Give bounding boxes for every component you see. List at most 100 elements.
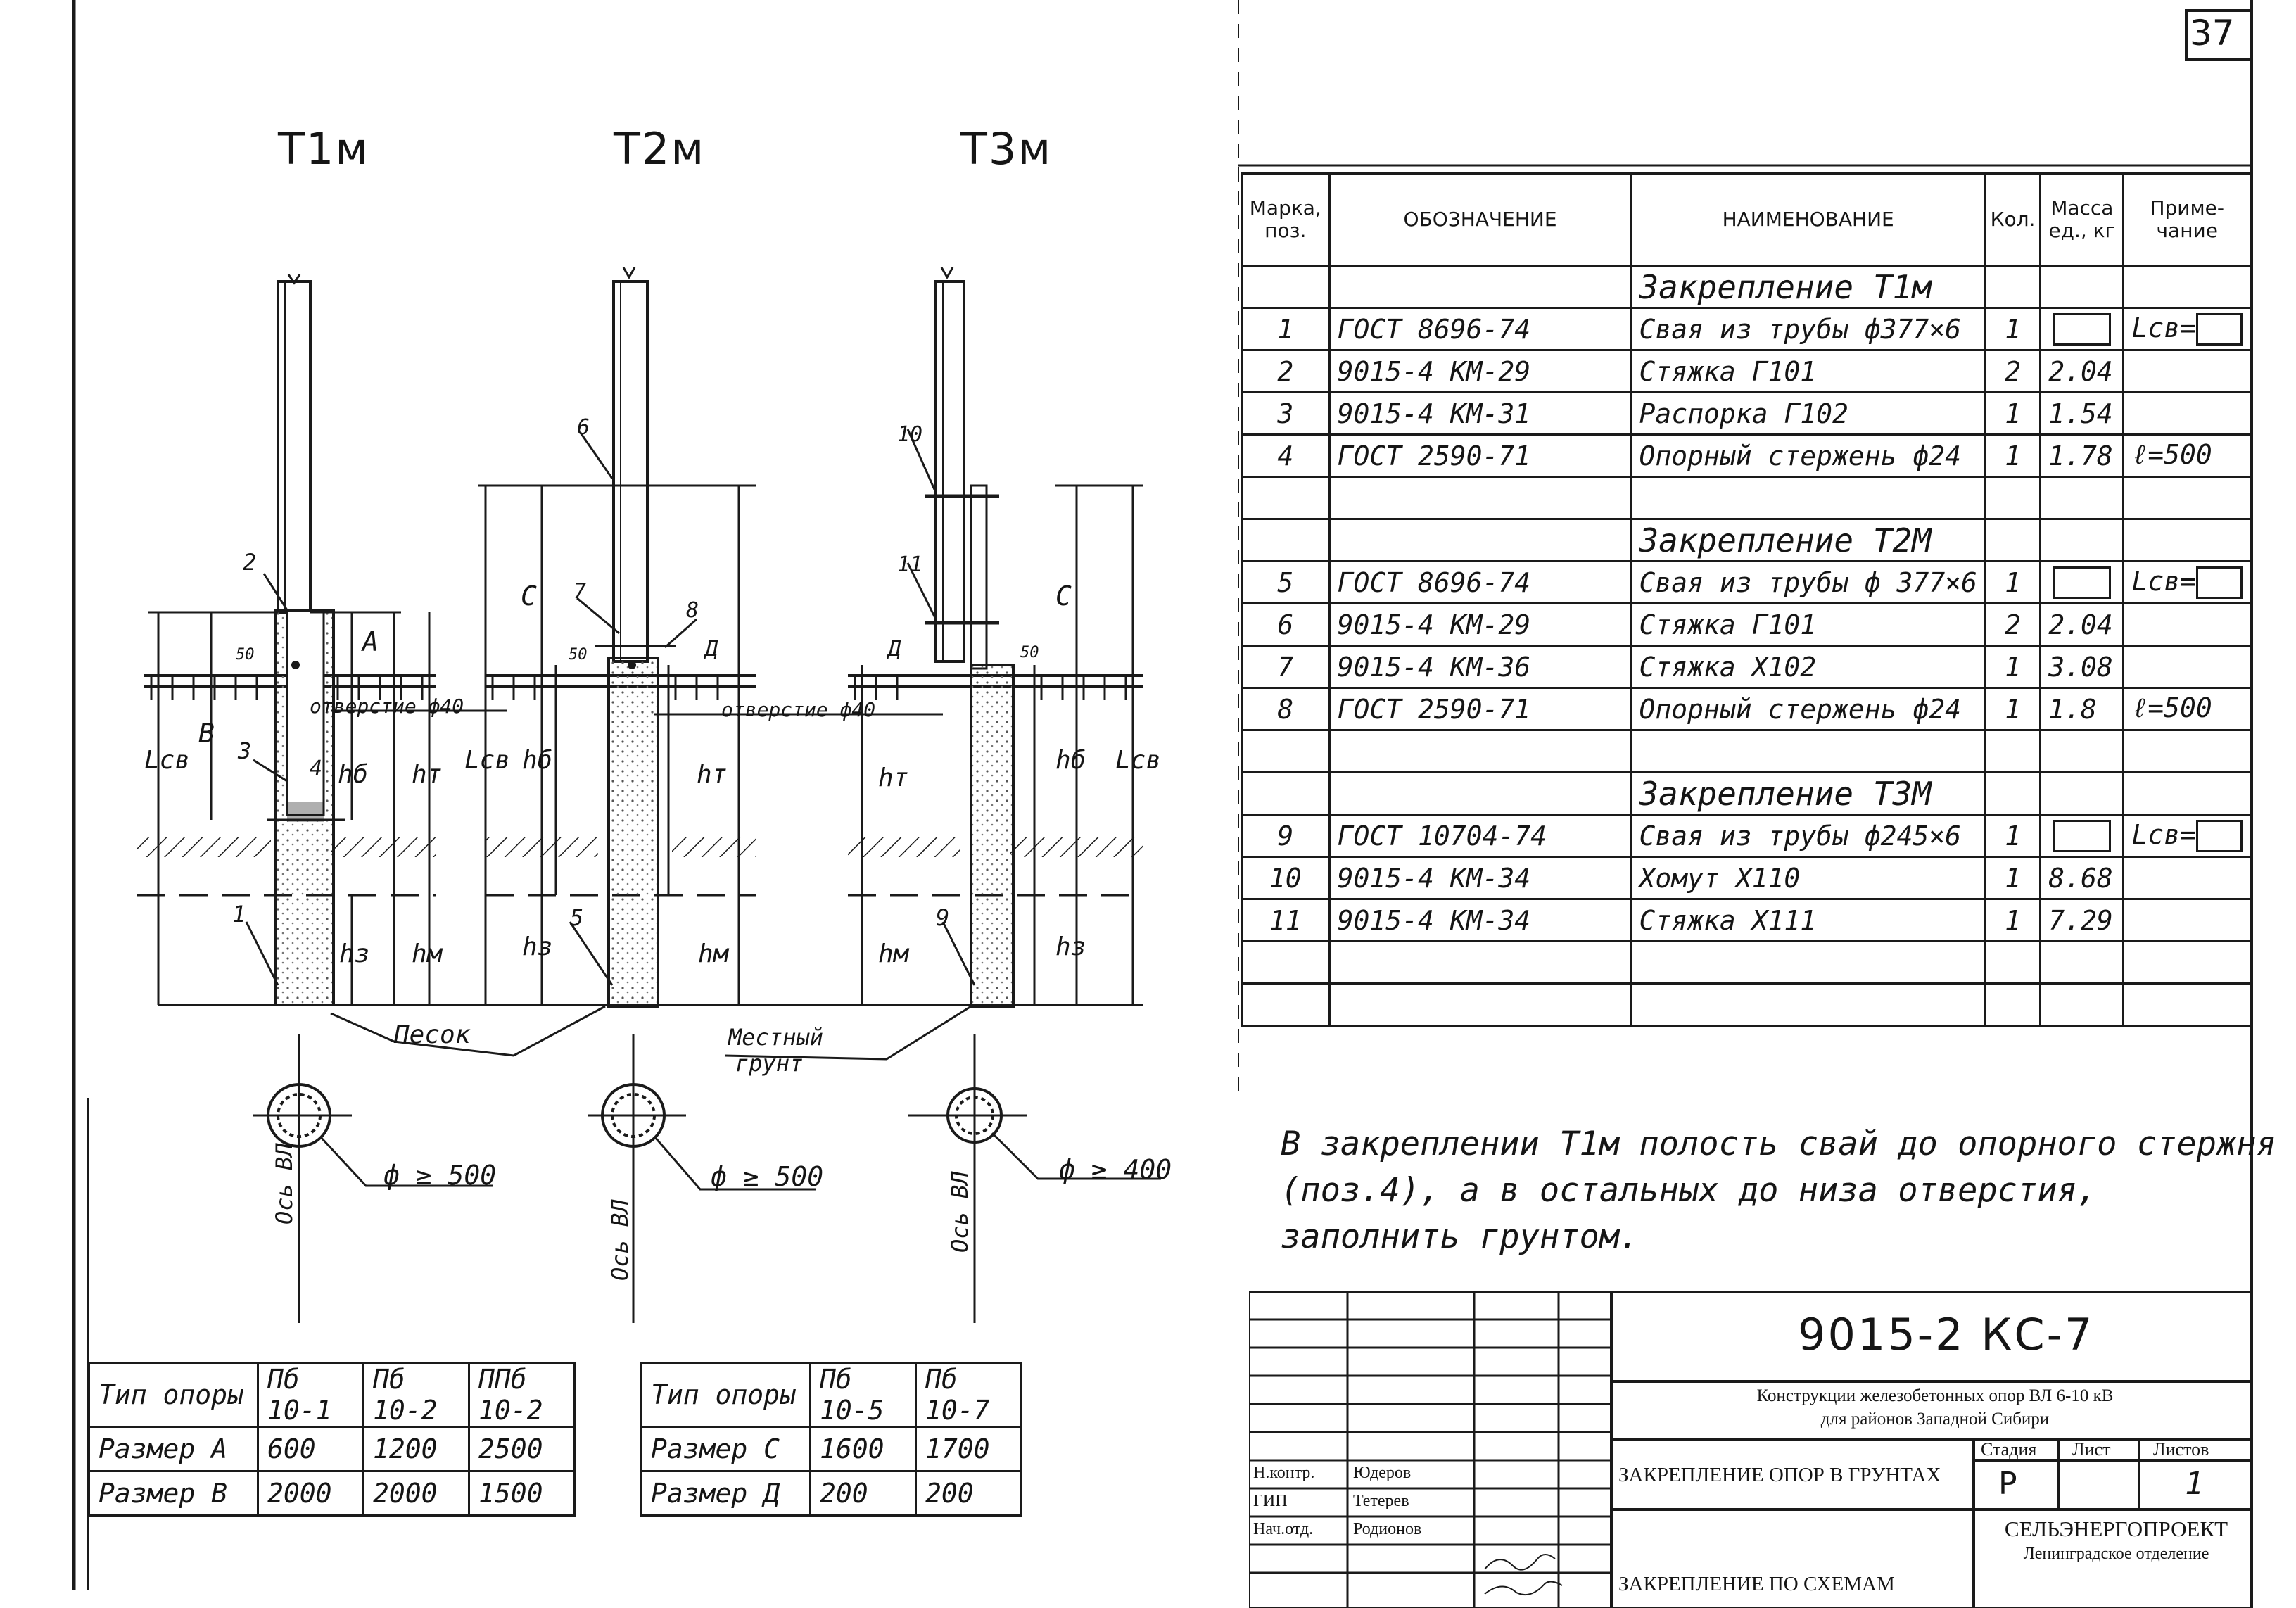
role-n-kontr: Н.контр. [1253,1464,1315,1482]
dim-c-t3: С [1055,581,1072,612]
name-rodionov: Родионов [1353,1520,1422,1538]
dim-lsv-t3: Lсв [1115,746,1162,775]
group-title-row: Закрепление Т3М [1241,771,2252,816]
label-axis-3: Ось ВЛ [946,1171,973,1253]
mass-blank-box [2053,820,2111,853]
pos-label-10: 10 [897,422,923,447]
size-table-a-b: Тип опоры Пб 10-1 Пб 10-2 ППб 10-2 Разме… [88,1362,576,1517]
table-row: Размер Д 200 200 [640,1470,1022,1517]
project-line-2: для районов Западной Сибири [1820,1410,2050,1429]
header-qty: Кол. [1984,172,2042,267]
size-table-c-d: Тип опоры Пб 10-5 Пб 10-7 Размер С 1600 … [640,1362,1022,1517]
specification-table: Марка, поз. ОБОЗНАЧЕНИЕ НАИМЕНОВАНИЕ Кол… [1241,172,2252,1027]
note-line-1: В закреплении Т1м полость свай до опорно… [1281,1125,2276,1163]
label-axis-1: Ось ВЛ [271,1143,298,1224]
sheet-subtitle: ЗАКРЕПЛЕНИЕ ПО СХЕМАМ [1618,1573,1895,1595]
length-blank-box [2195,820,2243,853]
title-t1m: Т1м [278,123,370,175]
sheets-label: Листов [2153,1439,2209,1460]
pos-label-9: 9 [936,904,950,931]
sheet-number: 37 [2190,13,2235,53]
mass-blank-box [2053,313,2111,346]
table-row: 1 ГОСТ 8696-74 Свая из трубы ф377×6 1 Lс… [1241,307,2252,351]
table-row: Размер С 1600 1700 [640,1426,1022,1472]
group-title: Закрепление Т2М [1630,518,1986,562]
plan-sections [253,1034,1161,1323]
table-row: 3 9015-4 КМ-31 Распорка Г102 1 1.54 [1241,391,2252,436]
pos-label-11: 11 [897,552,923,577]
dim-d-t3: Д [888,637,901,661]
label-diameter-1: ф ≥ 500 [383,1160,497,1191]
table-row: 9 ГОСТ 10704-74 Свая из трубы ф245×6 1 L… [1241,814,2252,858]
pos-label-2: 2 [243,549,257,576]
signatures [1484,1554,1563,1595]
table-row: 7 9015-4 КМ-36 Стяжка Х102 1 3.08 [1241,645,2252,689]
title-t3m: Т3м [960,123,1053,175]
sheet-label: Лист [2072,1439,2111,1460]
role-nach-otd: Нач.отд. [1253,1520,1314,1538]
length-blank-box [2195,313,2243,346]
dim-d-t2: Д [705,637,718,661]
pos-label-8: 8 [686,598,699,623]
organization: СЕЛЬЭНЕРГОПРОЕКТ [2004,1517,2228,1541]
dim-b: В [198,718,215,749]
filling-note: В закреплении Т1м полость свай до опорно… [1281,1121,2296,1260]
label-hole-2: отверстие ф40 [721,698,876,721]
empty-row [1241,940,2252,985]
dim-lsv-t1: Lсв [144,746,191,775]
header-pos: Марка, поз. [1241,172,1331,267]
header-mass: Масса ед., кг [2039,172,2125,267]
table-row: 5 ГОСТ 8696-74 Свая из трубы ф 377×6 1 L… [1241,560,2252,604]
pile-t2m [595,267,676,1008]
table-row: Размер В 2000 2000 1500 [88,1470,576,1517]
label-diameter-2: ф ≥ 500 [711,1161,824,1192]
dim-a: А [362,626,379,657]
table-row: 11 9015-4 КМ-34 Стяжка Х111 1 7.29 [1241,898,2252,942]
dim-ht-t2: hт [697,760,728,789]
pos-label-3: 3 [238,737,252,764]
title-block: 9015-2 КС-7 Конструкции железобетонных о… [1249,1291,2252,1608]
sheet-title: ЗАКРЕПЛЕНИЕ ОПОР В ГРУНТАХ [1618,1464,1941,1486]
table-row: 4 ГОСТ 2590-71 Опорный стержень ф24 1 1.… [1241,433,2252,478]
spec-header-row: Марка, поз. ОБОЗНАЧЕНИЕ НАИМЕНОВАНИЕ Кол… [1241,172,2252,267]
dim-hz-t2: hз [522,932,553,961]
dim-ht-t3: hт [878,764,909,792]
label-axis-2: Ось ВЛ [607,1199,633,1281]
table-row: 2 9015-4 КМ-29 Стяжка Г101 2 2.04 [1241,349,2252,393]
header-code: ОБОЗНАЧЕНИЕ [1328,172,1632,267]
label-hole-1: отверстие ф40 [310,695,464,718]
group-title: Закрепление Т1м [1630,265,1986,309]
stage-value: Р [1998,1466,2017,1502]
table-row: Тип опоры Пб 10-1 Пб 10-2 ППб 10-2 [88,1362,576,1428]
header-note: Приме-чание [2122,172,2252,267]
dim-hb-t1: hб [338,760,369,789]
pile-t1m [267,274,345,1006]
table-row: Тип опоры Пб 10-5 Пб 10-7 [640,1362,1022,1428]
dim-hm-t1: hм [412,939,443,968]
drawing-code: 9015-2 КС-7 [1798,1309,2095,1360]
role-gip: ГИП [1253,1492,1288,1510]
pos-label-6: 6 [577,415,590,440]
dim-hm-t2: hм [698,939,729,968]
note-line-2: (поз.4), а в остальных до низа отверстия… [1281,1171,2098,1256]
dim-50-t2: 50 [569,646,588,664]
label-diameter-3: ф ≥ 400 [1059,1154,1172,1185]
table-row: Размер А 600 1200 2500 [88,1426,576,1472]
stage-label: Стадия [1981,1439,2037,1460]
dim-hz-t1: hз [339,939,370,968]
organization-branch: Ленинградское отделение [2023,1545,2209,1563]
table-row: 6 9015-4 КМ-29 Стяжка Г101 2 2.04 [1241,602,2252,647]
pos-label-4: 4 [310,756,323,781]
group-title-row: Закрепление Т1м [1241,265,2252,309]
label-local-soil-2: грунт [735,1050,804,1077]
mass-blank-box [2053,566,2111,600]
empty-row [1241,729,2252,773]
header-name: НАИМЕНОВАНИЕ [1630,172,1986,267]
dim-hb-t2: hб [522,746,553,775]
title-t2m: Т2м [614,123,706,175]
pos-label-5: 5 [570,904,584,931]
label-local-soil-1: Местный [728,1024,823,1051]
dim-hz-t3: hз [1055,932,1086,961]
dim-hm-t3: hм [878,939,909,968]
